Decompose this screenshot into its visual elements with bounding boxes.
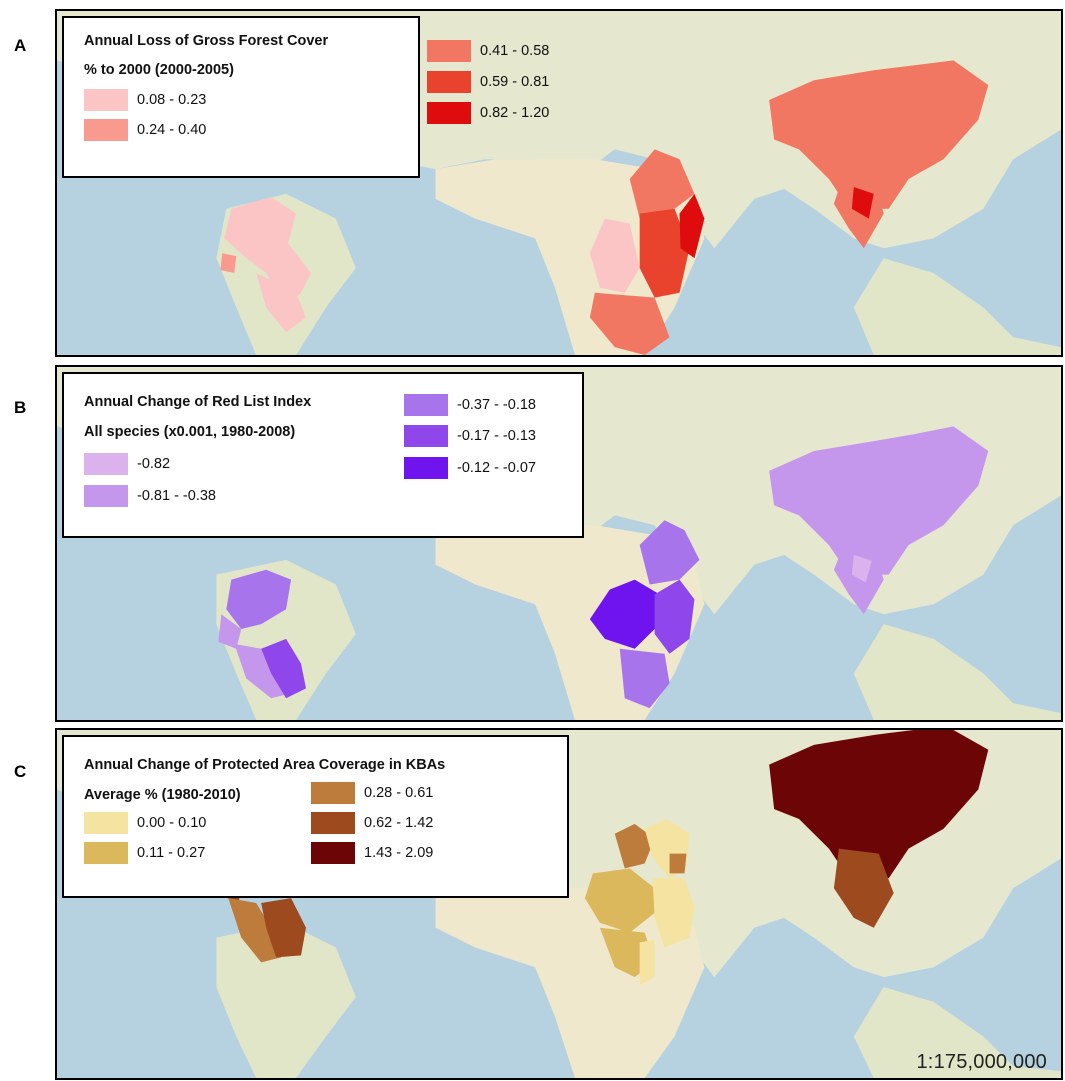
kenya-region xyxy=(679,193,705,259)
china-region xyxy=(769,730,989,879)
legend-swatch xyxy=(311,782,355,804)
congo-region xyxy=(589,579,660,649)
legend-swatch xyxy=(427,102,471,124)
legend-title: Annual Change of Protected Area Coverage… xyxy=(84,757,446,773)
oceania-landmass xyxy=(853,624,1061,720)
legend-item: 0.82 - 1.20 xyxy=(427,102,549,124)
legend-swatch xyxy=(84,453,128,475)
legend-label: -0.12 - -0.07 xyxy=(457,460,536,476)
zambia-region xyxy=(589,292,670,355)
bolivia-region xyxy=(261,638,307,699)
legend-label: 1.43 - 2.09 xyxy=(364,845,434,861)
legend-label: -0.37 - -0.18 xyxy=(457,397,536,413)
legend-swatch xyxy=(84,119,128,141)
legend-item: -0.37 - -0.18 xyxy=(404,394,536,416)
map-panel-b: Annual Change of Red List Index All spec… xyxy=(55,365,1063,722)
legend-item: 0.41 - 0.58 xyxy=(427,40,549,62)
legend-title: Annual Change of Red List Index xyxy=(84,394,312,410)
legend-swatch xyxy=(404,394,448,416)
legend-subtitle: Average % (1980-2010) xyxy=(84,787,241,803)
legend-label: 0.08 - 0.23 xyxy=(137,92,207,108)
panel-b-letter: B xyxy=(14,398,27,417)
oceania-landmass xyxy=(853,987,1061,1078)
legend-label: 0.28 - 0.61 xyxy=(364,785,434,801)
congo-region xyxy=(584,868,655,933)
tanzania-region xyxy=(652,878,695,948)
peru-region xyxy=(228,898,282,963)
legend-label: 0.11 - 0.27 xyxy=(137,845,206,861)
map-panel-c: Annual Change of Protected Area Coverage… xyxy=(55,728,1063,1080)
legend-subtitle: % to 2000 (2000-2005) xyxy=(84,62,234,78)
oceania-landmass xyxy=(853,258,1061,355)
legend-label: 0.41 - 0.58 xyxy=(480,43,550,59)
legend-swatch xyxy=(84,485,128,507)
andes-region xyxy=(224,196,311,308)
kenya-spot xyxy=(669,853,687,874)
cambodia-spot xyxy=(851,554,872,583)
legend-label: 0.62 - 1.42 xyxy=(364,815,434,831)
cambodia-spot xyxy=(851,186,874,219)
legend-item: 0.00 - 0.10 xyxy=(84,812,206,834)
legend-a: Annual Loss of Gross Forest Cover % to 2… xyxy=(62,16,420,178)
legend-item: -0.12 - -0.07 xyxy=(404,457,536,479)
map-panel-a: Annual Loss of Gross Forest Cover % to 2… xyxy=(55,9,1063,357)
legend-item: 1.43 - 2.09 xyxy=(311,842,433,864)
legend-swatch xyxy=(311,842,355,864)
panel-c-letter: C xyxy=(14,762,27,781)
mozambique-region xyxy=(639,939,655,986)
legend-swatch xyxy=(84,89,128,111)
legend-label: -0.82 xyxy=(137,456,171,472)
china-region xyxy=(769,60,989,209)
map-a xyxy=(57,11,1061,355)
legend-item: 0.59 - 0.81 xyxy=(427,71,549,93)
southeast-asia xyxy=(833,848,894,928)
legend-swatch xyxy=(84,812,128,834)
andes-spot xyxy=(220,253,237,273)
legend-swatch xyxy=(404,425,448,447)
legend-item: -0.81 - -0.38 xyxy=(84,485,216,507)
legend-label: 0.24 - 0.40 xyxy=(137,122,207,138)
legend-label: 0.00 - 0.10 xyxy=(137,815,207,831)
legend-item: -0.82 xyxy=(84,453,170,475)
legend-item: 0.24 - 0.40 xyxy=(84,119,206,141)
scale-text: 1:175,000,000 xyxy=(916,1051,1047,1073)
tanzania-region xyxy=(639,208,690,298)
legend-c: Annual Change of Protected Area Coverage… xyxy=(62,735,569,898)
legend-item: 0.28 - 0.61 xyxy=(311,782,433,804)
ethiopia-region xyxy=(639,520,700,585)
china-region xyxy=(769,426,989,575)
legend-label: 0.82 - 1.20 xyxy=(480,105,550,121)
south-america-landmass xyxy=(216,922,356,1078)
legend-item: -0.17 - -0.13 xyxy=(404,425,536,447)
legend-subtitle: All species (x0.001, 1980-2008) xyxy=(84,424,296,440)
legend-swatch xyxy=(84,842,128,864)
legend-b: Annual Change of Red List Index All spec… xyxy=(62,372,584,538)
legend-label: 0.59 - 0.81 xyxy=(480,74,550,90)
zambia-region xyxy=(619,648,670,709)
andes-south xyxy=(256,272,307,333)
sudan-region xyxy=(614,823,655,869)
legend-item: 0.62 - 1.42 xyxy=(311,812,433,834)
legend-title: Annual Loss of Gross Forest Cover xyxy=(84,33,329,49)
colombia-region xyxy=(226,569,292,630)
legend-label: -0.17 - -0.13 xyxy=(457,428,536,444)
legend-swatch xyxy=(404,457,448,479)
legend-item: 0.08 - 0.23 xyxy=(84,89,206,111)
legend-swatch xyxy=(427,40,471,62)
panel-a-letter: A xyxy=(14,36,27,55)
congo-region xyxy=(589,218,640,293)
legend-swatch xyxy=(427,71,471,93)
peru-region xyxy=(234,643,292,699)
bolivia-region xyxy=(261,898,307,958)
tanzania-region xyxy=(654,579,695,654)
legend-swatch xyxy=(311,812,355,834)
ecuador-region xyxy=(218,614,242,649)
legend-label: -0.81 - -0.38 xyxy=(137,488,216,504)
ethiopia-region xyxy=(629,149,695,219)
legend-item: 0.11 - 0.27 xyxy=(84,842,205,864)
